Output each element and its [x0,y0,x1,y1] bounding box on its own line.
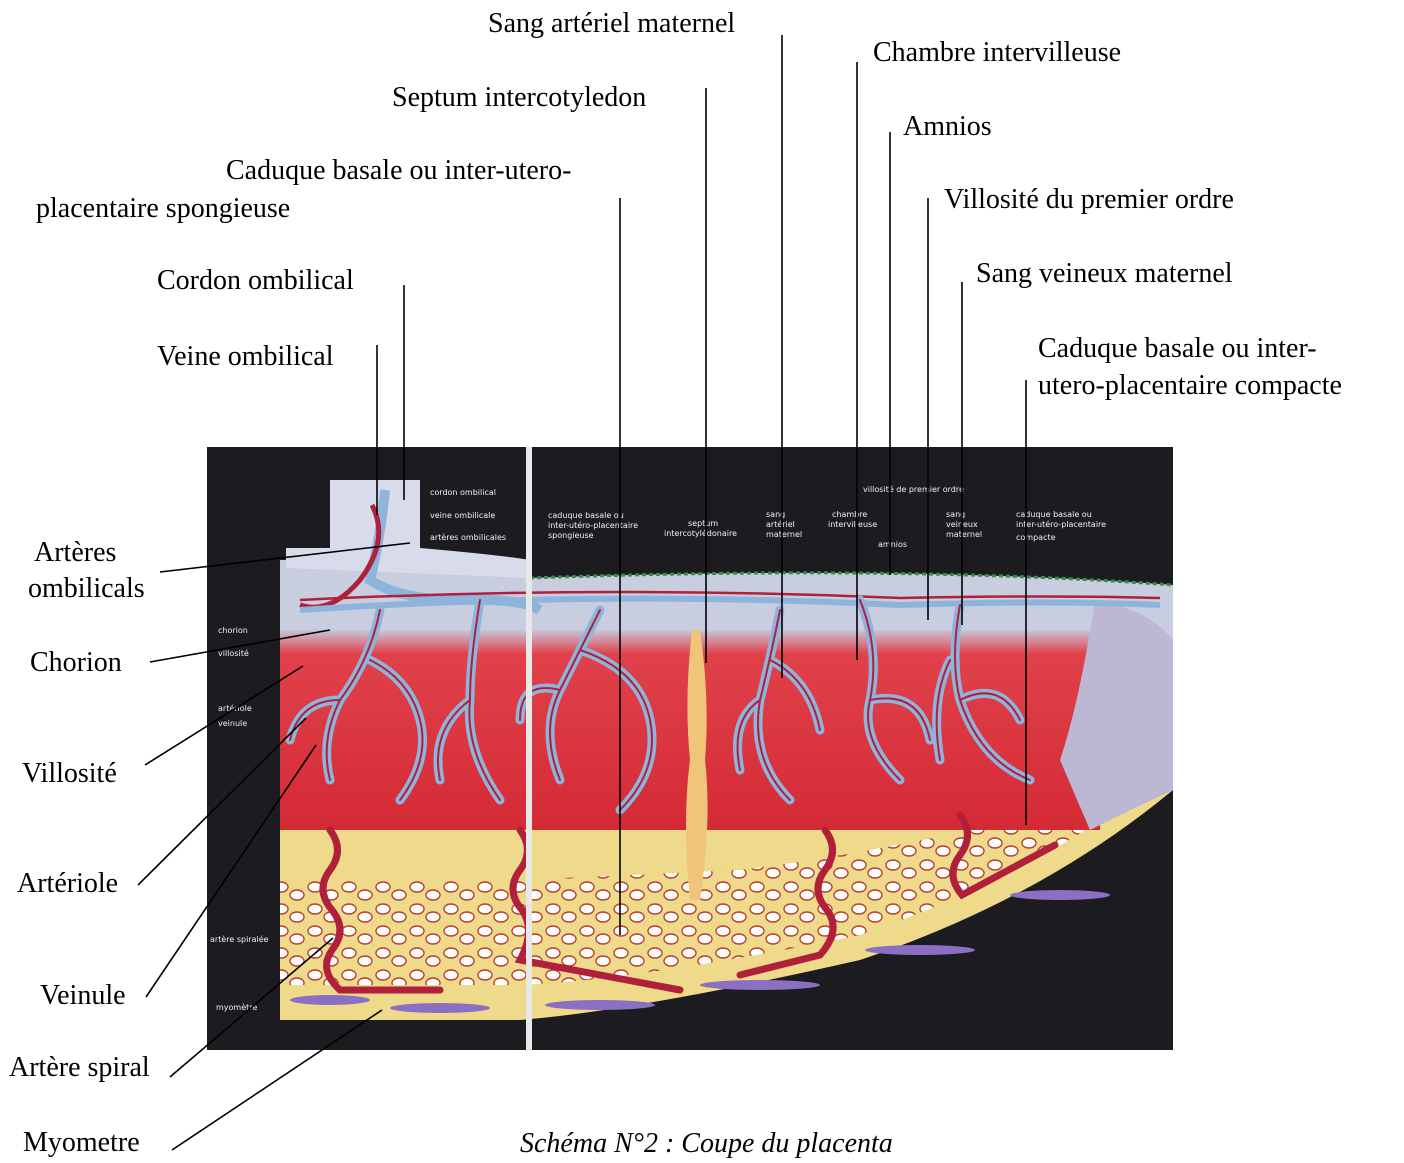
inner-label-cordon: cordon ombilical [430,488,496,497]
inner-label-sang-art-3: maternel [766,530,802,539]
inner-label-septum-1: septum [688,519,718,528]
label-arteres-1: Artères [34,537,116,569]
inner-label-caduque-comp-1: caduque basale ou [1016,510,1092,519]
inner-label-chambre-1: chambre [832,510,867,519]
inner-label-sang-vein-3: maternel [946,530,982,539]
label-septum: Septum intercotyledon [392,82,646,114]
inner-label-sang-art-2: artériel [766,519,795,529]
label-artere-spiral: Artère spiral [9,1052,150,1084]
label-caduque-compacte-2: utero-placentaire compacte [1038,370,1342,402]
label-villosite: Villosité [22,758,117,790]
label-cordon: Cordon ombilical [157,265,354,297]
label-arteriole: Artériole [17,868,118,900]
inner-label-caduque-spong-2: inter-utéro-placentaire [548,520,638,530]
inner-label-chambre-2: intervilleuse [828,520,877,529]
label-caduque-spongieuse-2: placentaire spongieuse [36,193,290,225]
inner-label-villosite-ordre: villosité de premier ordre [863,484,964,494]
label-sang-arteriel: Sang artériel maternel [488,8,735,40]
label-caduque-spongieuse-1: Caduque basale ou inter-utero- [226,155,571,187]
inner-label-caduque-spong-1: caduque basale ou [548,511,624,520]
inner-label-septum-2: intercotylédonaire [664,528,737,538]
inner-label-caduque-comp-2: inter-utéro-placentaire [1016,519,1106,529]
label-caduque-compacte-1: Caduque basale ou inter- [1038,333,1317,365]
inner-label-amnios: amnios [878,540,907,549]
label-veinule: Veinule [40,980,126,1012]
label-arteres-2: ombilicals [28,573,145,605]
inner-label-arteres: artères ombilicales [430,532,506,542]
label-chorion: Chorion [30,647,122,679]
label-amnios: Amnios [903,111,992,143]
page-fold [526,447,532,1050]
inner-label-spiralee: artère spiralée [210,934,269,944]
inner-label-caduque-comp-3: compacte [1016,533,1056,542]
inner-label-veine: veine ombilicale [430,511,495,520]
label-chambre-intervilleuse: Chambre intervilleuse [873,37,1121,69]
inner-label-caduque-spong-3: spongieuse [548,531,594,540]
inner-label-chorion: chorion [218,626,248,635]
label-sang-veineux: Sang veineux maternel [976,258,1233,290]
inner-label-veinule: veinule [218,719,247,728]
label-myometre: Myometre [23,1127,140,1159]
label-villosite-premier-ordre: Villosité du premier ordre [944,184,1234,216]
figure-caption: Schéma N°2 : Coupe du placenta [520,1128,893,1160]
label-veine: Veine ombilical [157,341,334,373]
